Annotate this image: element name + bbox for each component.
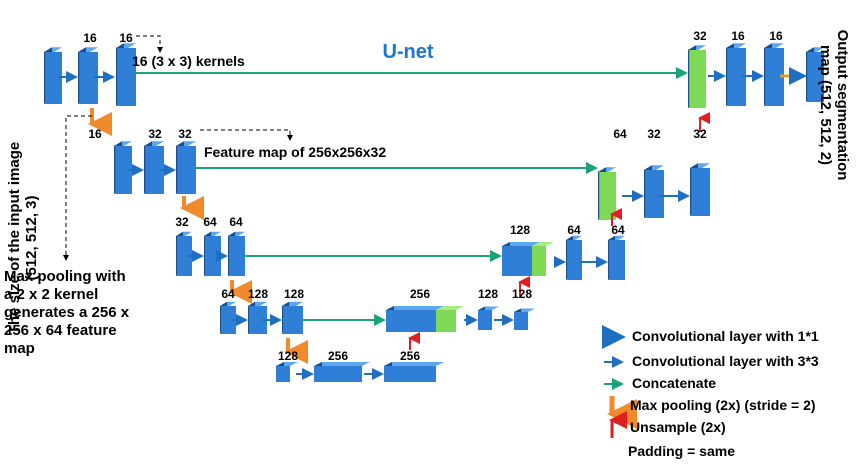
filter-count-label: 256 [400,349,420,363]
note-line: map [4,340,35,357]
network-layers [44,43,824,382]
annotation-pointer [136,35,163,53]
layer-l3-conv1 [204,231,221,276]
layer-dec3-conv1 [566,235,582,280]
output-size-label: Output segmentation map (512, 512, 2) [817,30,851,181]
layer-dec1-concat [688,45,706,108]
filter-count-label: 128 [512,287,532,301]
layer-output [806,47,824,102]
filter-count-label: 64 [203,215,217,229]
filter-count-label: 32 [693,29,707,43]
filter-count-label: 16 [119,31,133,45]
filter-count-label: 32 [175,215,189,229]
filter-count-label: 16 [83,31,97,45]
layer-bottleneck-conv1 [314,362,370,382]
filter-count-label: 32 [178,127,192,141]
layer-l1-conv2 [116,43,136,106]
diagram-title: U-net [382,41,433,63]
filter-count-label: 64 [229,215,243,229]
filter-count-label: 32 [647,127,661,141]
layer-l4-conv1 [248,301,267,334]
filter-count-label: 32 [148,127,162,141]
layer-dec1-conv1 [726,43,746,106]
legend-item: Convolutional layer with 1*1 [602,325,819,349]
legend: Convolutional layer with 1*1Convolutiona… [602,325,819,459]
layer-dec1-conv2 [764,43,784,106]
layer-dec2-conv2 [690,163,710,216]
filter-count-label: 256 [328,349,348,363]
layer-l1-conv1 [78,47,98,104]
note-line: a 2 x 2 kernel [4,286,99,303]
filter-count-label: 128 [248,287,268,301]
layer-l2-conv2 [176,141,196,194]
filter-count-label: 32 [693,127,707,141]
layer-dec4-concat [386,306,464,332]
layer-bottleneck-conv2 [384,362,444,382]
legend-label: Unsample (2x) [630,419,726,435]
filter-count-label: 64 [611,223,625,237]
layer-l2-pool [114,141,132,194]
filter-count-label: 16 [769,29,783,43]
layer-l4-pool [220,301,236,334]
legend-item: Convolutional layer with 3*3 [604,353,819,369]
layer-l2-conv1 [144,141,164,194]
layer-dec4-conv1 [478,306,499,330]
output-label-line1: Output segmentation [834,30,851,181]
filter-count-label: 128 [278,349,298,363]
filter-count-label: 64 [567,223,581,237]
note-line: 256 x 64 feature [4,322,117,339]
layer-l4-conv2 [282,301,303,334]
annotation-pointer [200,129,293,141]
layer-dec2-conv1 [644,165,664,218]
legend-item: Concatenate [604,375,716,391]
legend-label: Padding = same [628,443,735,459]
filter-count-label: 128 [478,287,498,301]
annotation-pointer [63,115,92,261]
layer-dec3-concat [502,242,554,276]
legend-label: Convolutional layer with 1*1 [632,328,819,344]
layer-bottleneck-pool [276,362,298,382]
layer-input [44,47,62,104]
filter-count-label: 64 [613,127,627,141]
kernels-annotation: 16 (3 x 3) kernels [132,53,245,69]
filter-count-label: 16 [731,29,745,43]
max-pooling-note: Max pooling with a 2 x 2 kernel generate… [4,268,129,358]
layer-l3-pool [176,231,192,276]
legend-label: Max pooling (2x) (stride = 2) [630,397,816,413]
filter-count-label: 128 [284,287,304,301]
filter-count-label: 128 [510,223,530,237]
legend-item: Unsample (2x) [609,411,726,438]
legend-label: Concatenate [632,375,716,391]
input-label-line1: The size of the input image [6,142,23,335]
layer-dec4-conv2 [514,308,535,330]
layer-l3-conv2 [228,231,245,276]
input-size-label: The size of the input image (512, 512, 3… [6,142,40,335]
connectors [58,35,807,380]
filter-count-label: 256 [410,287,430,301]
input-label-line2: (512, 512, 3) [23,195,40,280]
filter-labels: 16 16 16 32 32 32 64 64 64 128 128 128 256 256 256 128 1… [83,29,783,363]
legend-item: Max pooling (2x) (stride = 2) [607,396,816,429]
filter-count-label: 16 [88,127,102,141]
legend-item: Padding = same [628,443,735,459]
layer-dec2-concat [598,167,616,220]
output-label-line2: map (512, 512, 2) [817,45,834,165]
filter-count-label: 64 [221,287,235,301]
note-line: generates a 256 x [4,304,130,321]
legend-label: Convolutional layer with 3*3 [632,353,819,369]
note-line: Max pooling with [4,268,126,285]
layer-dec3-conv2 [608,235,625,280]
feature-map-annotation: Feature map of 256x256x32 [204,144,386,160]
